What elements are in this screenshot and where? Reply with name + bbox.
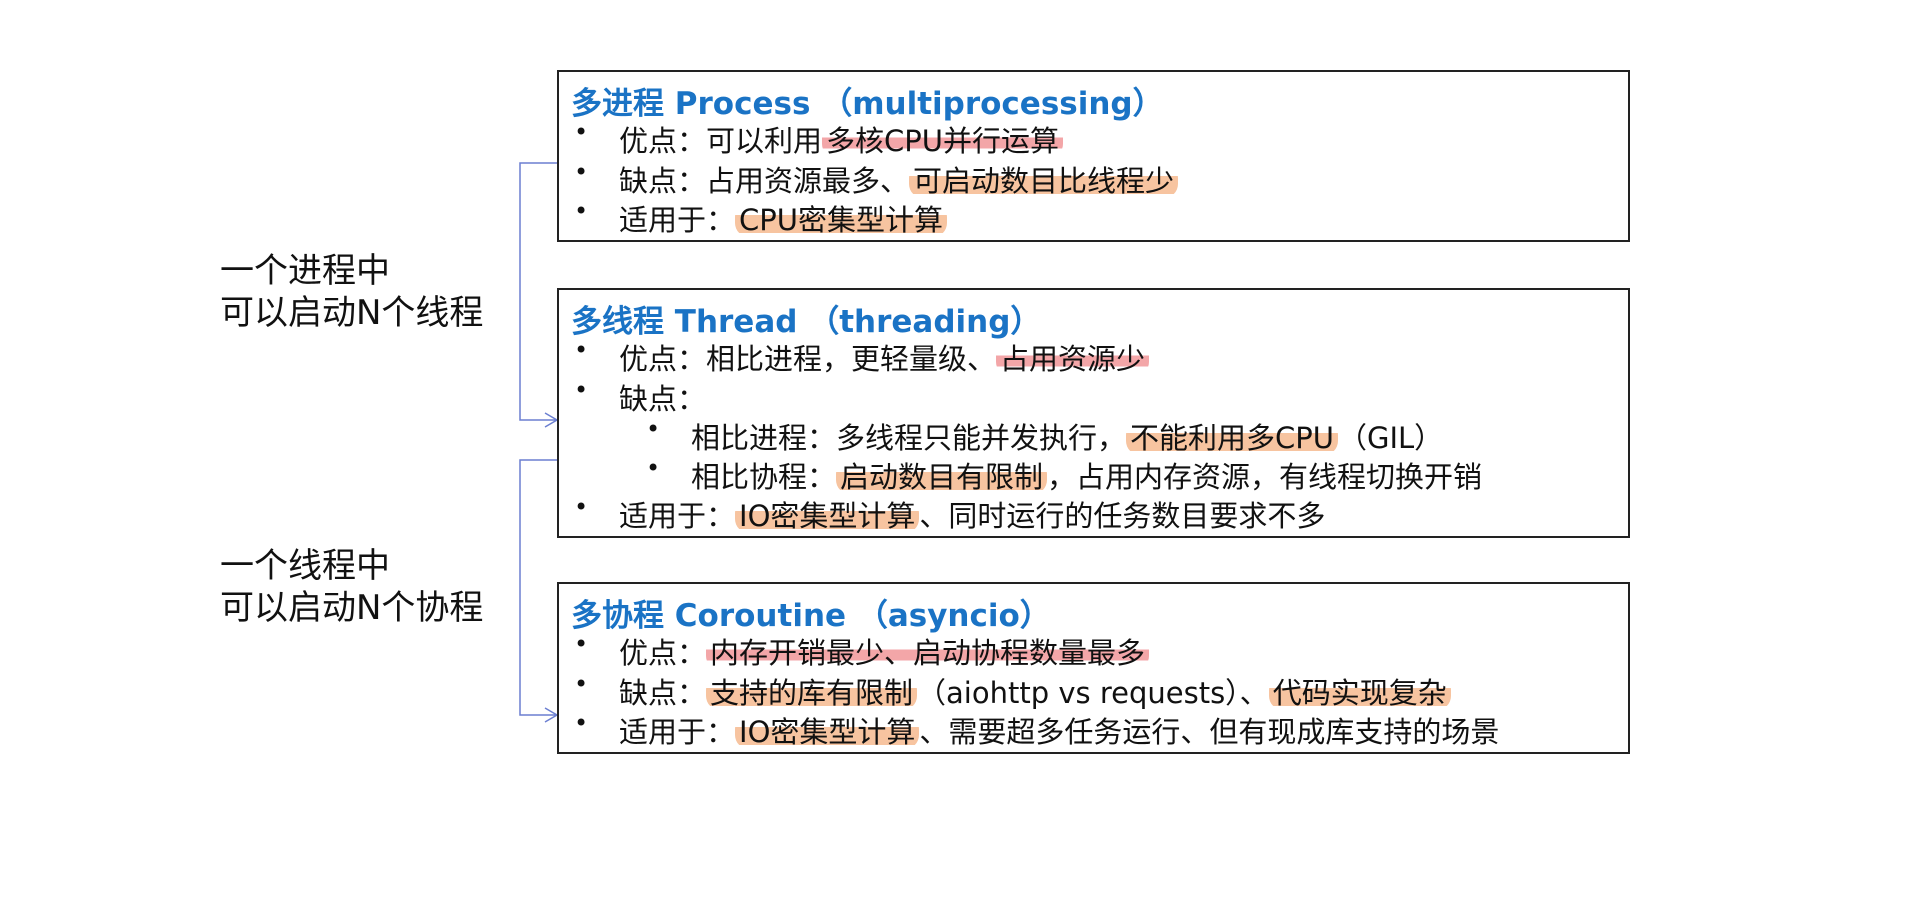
bullet: •: [574, 630, 589, 658]
bullet: •: [574, 709, 589, 737]
thread-use: • 适用于：IO密集型计算、同时运行的任务数目要求不多: [574, 493, 1326, 535]
pros-label: 优点：: [619, 636, 707, 670]
coroutine-pros: • 优点：内存开销最少、启动协程数量最多: [574, 630, 1150, 672]
bullet: •: [646, 454, 661, 482]
pros-label: 优点：相比进程，更轻量级、: [619, 342, 997, 376]
bullet: •: [646, 415, 661, 443]
thread-pros: • 优点：相比进程，更轻量级、占用资源少: [574, 336, 1150, 378]
label-line: 一个进程中: [220, 251, 390, 291]
use-label: 适用于：: [619, 715, 736, 749]
use-tail: 、同时运行的任务数目要求不多: [919, 499, 1326, 533]
highlight: 不能利用多CPU: [1126, 421, 1338, 455]
process-title: 多进程 Process （multiprocessing）: [571, 86, 1164, 122]
sub-tail: ，占用内存资源，有线程切换开销: [1047, 460, 1483, 494]
coroutine-use: • 适用于：IO密集型计算、需要超多任务运行、但有现成库支持的场景: [574, 709, 1500, 751]
highlight: 可启动数目比线程少: [909, 164, 1179, 198]
sub-label: 相比协程：: [691, 460, 837, 494]
bullet: •: [574, 376, 589, 404]
connector-process-thread: [519, 162, 557, 421]
process-pros: • 优点：可以利用多核CPU并行运算: [574, 118, 1063, 160]
process-use: • 适用于：CPU密集型计算: [574, 197, 947, 239]
thread-coroutine-label: 一个线程中 可以启动N个协程: [220, 545, 483, 629]
thread-title: 多线程 Thread （threading）: [571, 304, 1042, 340]
bullet: •: [574, 118, 589, 146]
highlight: 多核CPU并行运算: [822, 124, 1063, 158]
coroutine-box: 多协程 Coroutine （asyncio） • 优点：内存开销最少、启动协程…: [557, 582, 1630, 754]
cons-label: 缺点：: [619, 676, 707, 710]
highlight: IO密集型计算: [735, 715, 920, 749]
highlight: 内存开销最少、启动协程数量最多: [706, 636, 1150, 670]
thread-cons: • 缺点：: [574, 376, 707, 418]
process-box: 多进程 Process （multiprocessing） • 优点：可以利用多…: [557, 70, 1630, 242]
thread-cons-sub1: • 相比进程：多线程只能并发执行，不能利用多CPU（GIL）: [646, 415, 1444, 457]
bullet: •: [574, 336, 589, 364]
use-tail: 、需要超多任务运行、但有现成库支持的场景: [919, 715, 1500, 749]
highlight: 代码实现复杂: [1268, 676, 1451, 710]
thread-box: 多线程 Thread （threading） • 优点：相比进程，更轻量级、占用…: [557, 288, 1630, 538]
bullet: •: [574, 197, 589, 225]
bullet: •: [574, 670, 589, 698]
use-label: 适用于：: [619, 499, 736, 533]
process-thread-label: 一个进程中 可以启动N个线程: [220, 250, 483, 334]
highlight: 启动数目有限制: [836, 460, 1048, 494]
bullet: •: [574, 493, 589, 521]
highlight: 支持的库有限制: [706, 676, 918, 710]
highlight: CPU密集型计算: [735, 203, 947, 237]
cons-label: 缺点：: [619, 382, 707, 416]
process-cons: • 缺点：占用资源最多、可启动数目比线程少: [574, 158, 1179, 200]
coroutine-title: 多协程 Coroutine （asyncio）: [571, 598, 1051, 634]
coroutine-cons: • 缺点：支持的库有限制（aiohttp vs requests）、代码实现复杂: [574, 670, 1451, 712]
use-label: 适用于：: [619, 203, 736, 237]
cons-label: 缺点：占用资源最多、: [619, 164, 910, 198]
sub-label: 相比进程：多线程只能并发执行，: [691, 421, 1127, 455]
label-line: 可以启动N个协程: [220, 588, 484, 628]
bullet: •: [574, 158, 589, 186]
sub-tail: （GIL）: [1337, 421, 1444, 455]
label-line: 可以启动N个线程: [220, 293, 484, 333]
thread-cons-sub2: • 相比协程：启动数目有限制，占用内存资源，有线程切换开销: [646, 454, 1483, 496]
cons-mid: （aiohttp vs requests）、: [917, 676, 1269, 710]
highlight: 占用资源少: [996, 342, 1150, 376]
pros-label: 优点：可以利用: [619, 124, 823, 158]
label-line: 一个线程中: [220, 546, 390, 586]
highlight: IO密集型计算: [735, 499, 920, 533]
connector-thread-coroutine: [519, 459, 557, 716]
